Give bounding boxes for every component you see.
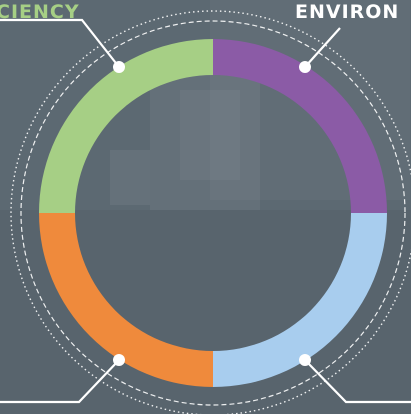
background-rack (150, 60, 260, 210)
background-rack-inner (180, 90, 240, 180)
segment-bottom-left (39, 213, 213, 387)
dot-bottom-left (113, 354, 125, 366)
dot-bottom-right (299, 354, 311, 366)
segment-top-right (213, 39, 387, 213)
segment-bottom-right (213, 213, 387, 387)
dot-top-left (113, 61, 125, 73)
connector-top-right (304, 27, 341, 68)
label-environment: ENVIRON (295, 1, 400, 23)
outer-dashed-circle (20, 20, 406, 406)
background-box (110, 150, 150, 205)
segment-top-left (39, 39, 213, 213)
dot-top-right (299, 61, 311, 73)
label-efficiency: CIENCY (0, 1, 80, 23)
connector-bottom-right (304, 359, 411, 404)
connector-top-left (0, 18, 120, 68)
connector-bottom-left (0, 359, 120, 404)
connector-lines (0, 18, 411, 404)
